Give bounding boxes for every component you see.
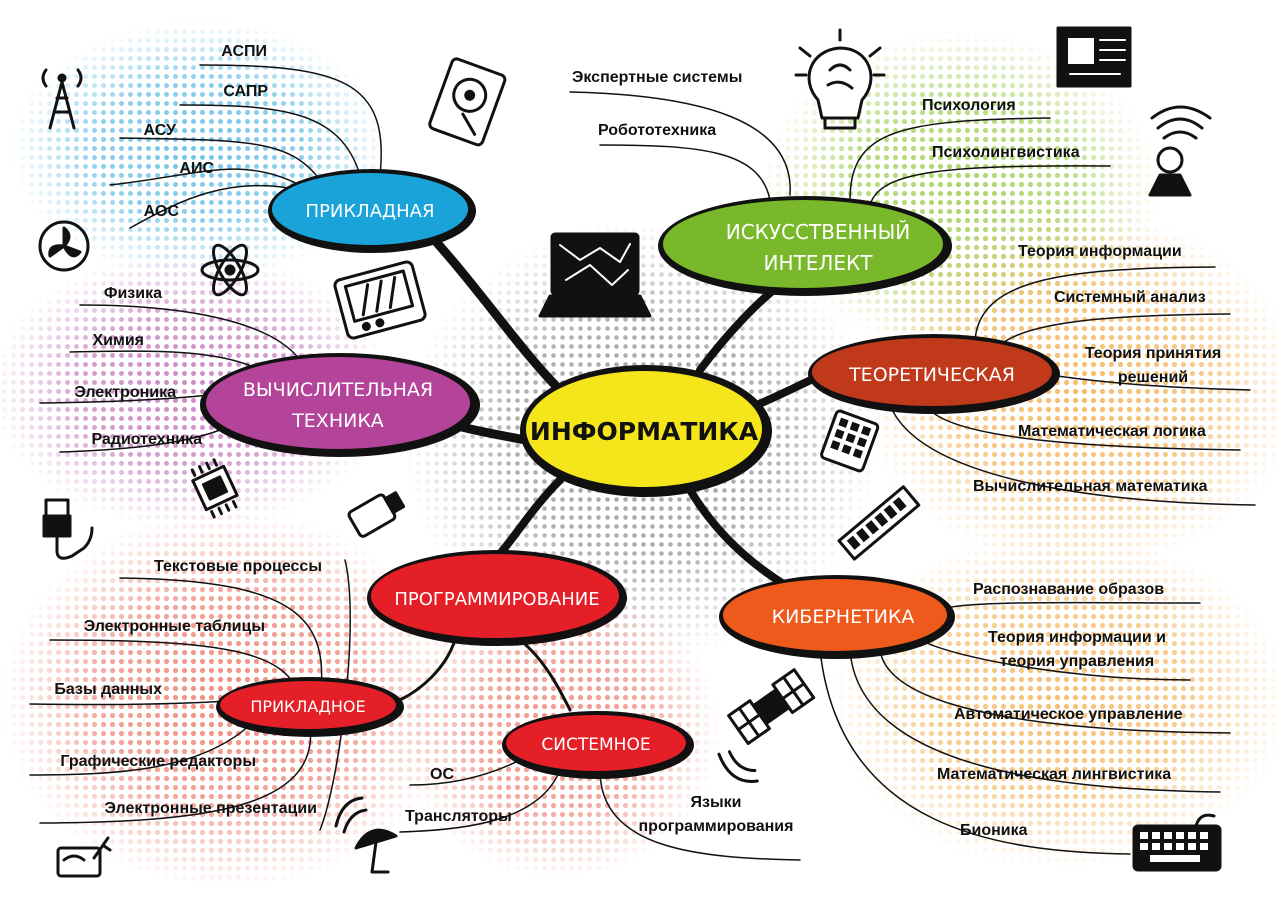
leaf-radiotekhnika: Радиотехника	[91, 431, 202, 448]
leaf-aspi: АСПИ	[221, 43, 267, 60]
leaf-sistemnyi-analiz: Системный анализ	[1054, 289, 1206, 306]
leaf-graficheskie-redaktory: Графические редакторы	[60, 753, 256, 770]
cpu-chip-icon	[1056, 26, 1132, 88]
leaf-ais: АИС	[179, 160, 214, 177]
node-ii: ИСКУССТВЕННЫЙ ИНТЕЛЕКТ	[658, 196, 952, 296]
leaf-vychislitelnaya-matematika: Вычислительная математика	[973, 478, 1208, 495]
node-ii-label1: ИСКУССТВЕННЫЙ	[726, 220, 911, 244]
leaf-sapr: САПР	[223, 83, 268, 100]
microchip-icon	[190, 458, 239, 519]
brain-lightbulb-icon	[794, 28, 886, 130]
leaf-asu: АСУ	[143, 122, 176, 139]
drawing-tablet-icon	[56, 836, 112, 878]
leaf-elektronnye-tablitsy: Электронные таблицы	[83, 618, 265, 635]
leaf-aos: АОС	[143, 203, 179, 220]
leaf-robototekhnika: Робототехника	[598, 122, 717, 139]
fan-icon	[38, 220, 90, 272]
node-prikladnoe-label: ПРИКЛАДНОЕ	[250, 697, 365, 716]
leaf-ekspertnye-sistemy: Экспертные системы	[572, 69, 743, 86]
satellite-icon	[717, 668, 816, 783]
center-label: ИНФОРМАТИКА	[530, 417, 759, 446]
keyboard-icon	[1132, 813, 1222, 872]
node-vychislitelnaya: ВЫЧИСЛИТЕЛЬНАЯ ТЕХНИКА	[200, 353, 480, 457]
leaf-teoriya-informatsii: Теория информации	[1018, 243, 1182, 260]
leaf-khimiya: Химия	[92, 332, 144, 349]
leaf-psikhologiya: Психология	[922, 97, 1016, 114]
node-sistemnoe-label: СИСТЕМНОЕ	[541, 735, 650, 755]
leaf-matematicheskaya-lingvistika: Математическая лингвистика	[937, 766, 1172, 783]
node-prikladnaya-label: ПРИКЛАДНАЯ	[306, 201, 435, 222]
atom-icon	[200, 243, 260, 297]
satellite-dish-icon	[334, 796, 398, 874]
node-kibernetika-label: КИБЕРНЕТИКА	[772, 606, 915, 628]
laptop-icon	[538, 232, 652, 318]
node-kibernetika: КИБЕРНЕТИКА	[719, 575, 955, 659]
flash-drive-icon	[347, 491, 406, 538]
leaf-bionika: Бионика	[960, 822, 1028, 839]
node-teoreticheskaya: ТЕОРЕТИЧЕСКАЯ	[808, 334, 1060, 414]
wifi-person-icon	[1148, 105, 1212, 197]
leaf-tekstovye-protsessy: Текстовые процессы	[153, 558, 322, 575]
leaf-yazyki-programmirovaniya: Языки программирования	[638, 794, 794, 835]
node-prikladnaya: ПРИКЛАДНАЯ	[268, 169, 476, 253]
ram-module-icon	[837, 485, 921, 561]
usb-cable-icon	[42, 498, 94, 560]
leaf-avtomaticheskoe-upravlenie: Автоматическое управление	[954, 706, 1183, 723]
node-vychislitelnaya-label1: ВЫЧИСЛИТЕЛЬНАЯ	[243, 379, 433, 401]
leaf-raspoznavanie-obrazov: Распознавание образов	[973, 581, 1165, 598]
calculator-icon	[820, 409, 880, 473]
leaf-bazy-dannykh: Базы данных	[54, 681, 162, 698]
leaf-elektronnye-prezentatsii: Электронные презентации	[104, 800, 317, 817]
leaf-teoriya-prinyatiya-reshenii: Теория принятия решений	[1084, 345, 1222, 386]
node-sistemnoe: СИСТЕМНОЕ	[502, 711, 694, 779]
node-vychislitelnaya-label2: ТЕХНИКА	[291, 410, 384, 432]
oscilloscope-icon	[333, 260, 427, 340]
leaf-elektronika: Электроника	[74, 384, 176, 401]
antenna-tower-icon	[41, 68, 83, 130]
leaf-os: ОС	[430, 766, 454, 783]
node-programmirovanie-label: ПРОГРАММИРОВАНИЕ	[394, 589, 599, 610]
node-prikladnoe: ПРИКЛАДНОЕ	[216, 677, 404, 737]
leaf-fizika: Физика	[103, 285, 162, 302]
center-node: ИНФОРМАТИКА	[520, 365, 772, 497]
leaf-matematicheskaya-logika: Математическая логика	[1018, 423, 1206, 440]
leaf-translyatory: Трансляторы	[405, 808, 512, 825]
leaf-teoriya-informatsii-i-upravleniya: Теория информации и теория управления	[988, 629, 1166, 670]
node-ii-label2: ИНТЕЛЕКТ	[764, 251, 874, 275]
hard-drive-icon	[428, 57, 507, 147]
node-teoreticheskaya-label: ТЕОРЕТИЧЕСКАЯ	[848, 364, 1015, 386]
leaf-psikholingvistika: Психолингвистика	[932, 144, 1080, 161]
node-programmirovanie: ПРОГРАММИРОВАНИЕ	[367, 550, 627, 646]
